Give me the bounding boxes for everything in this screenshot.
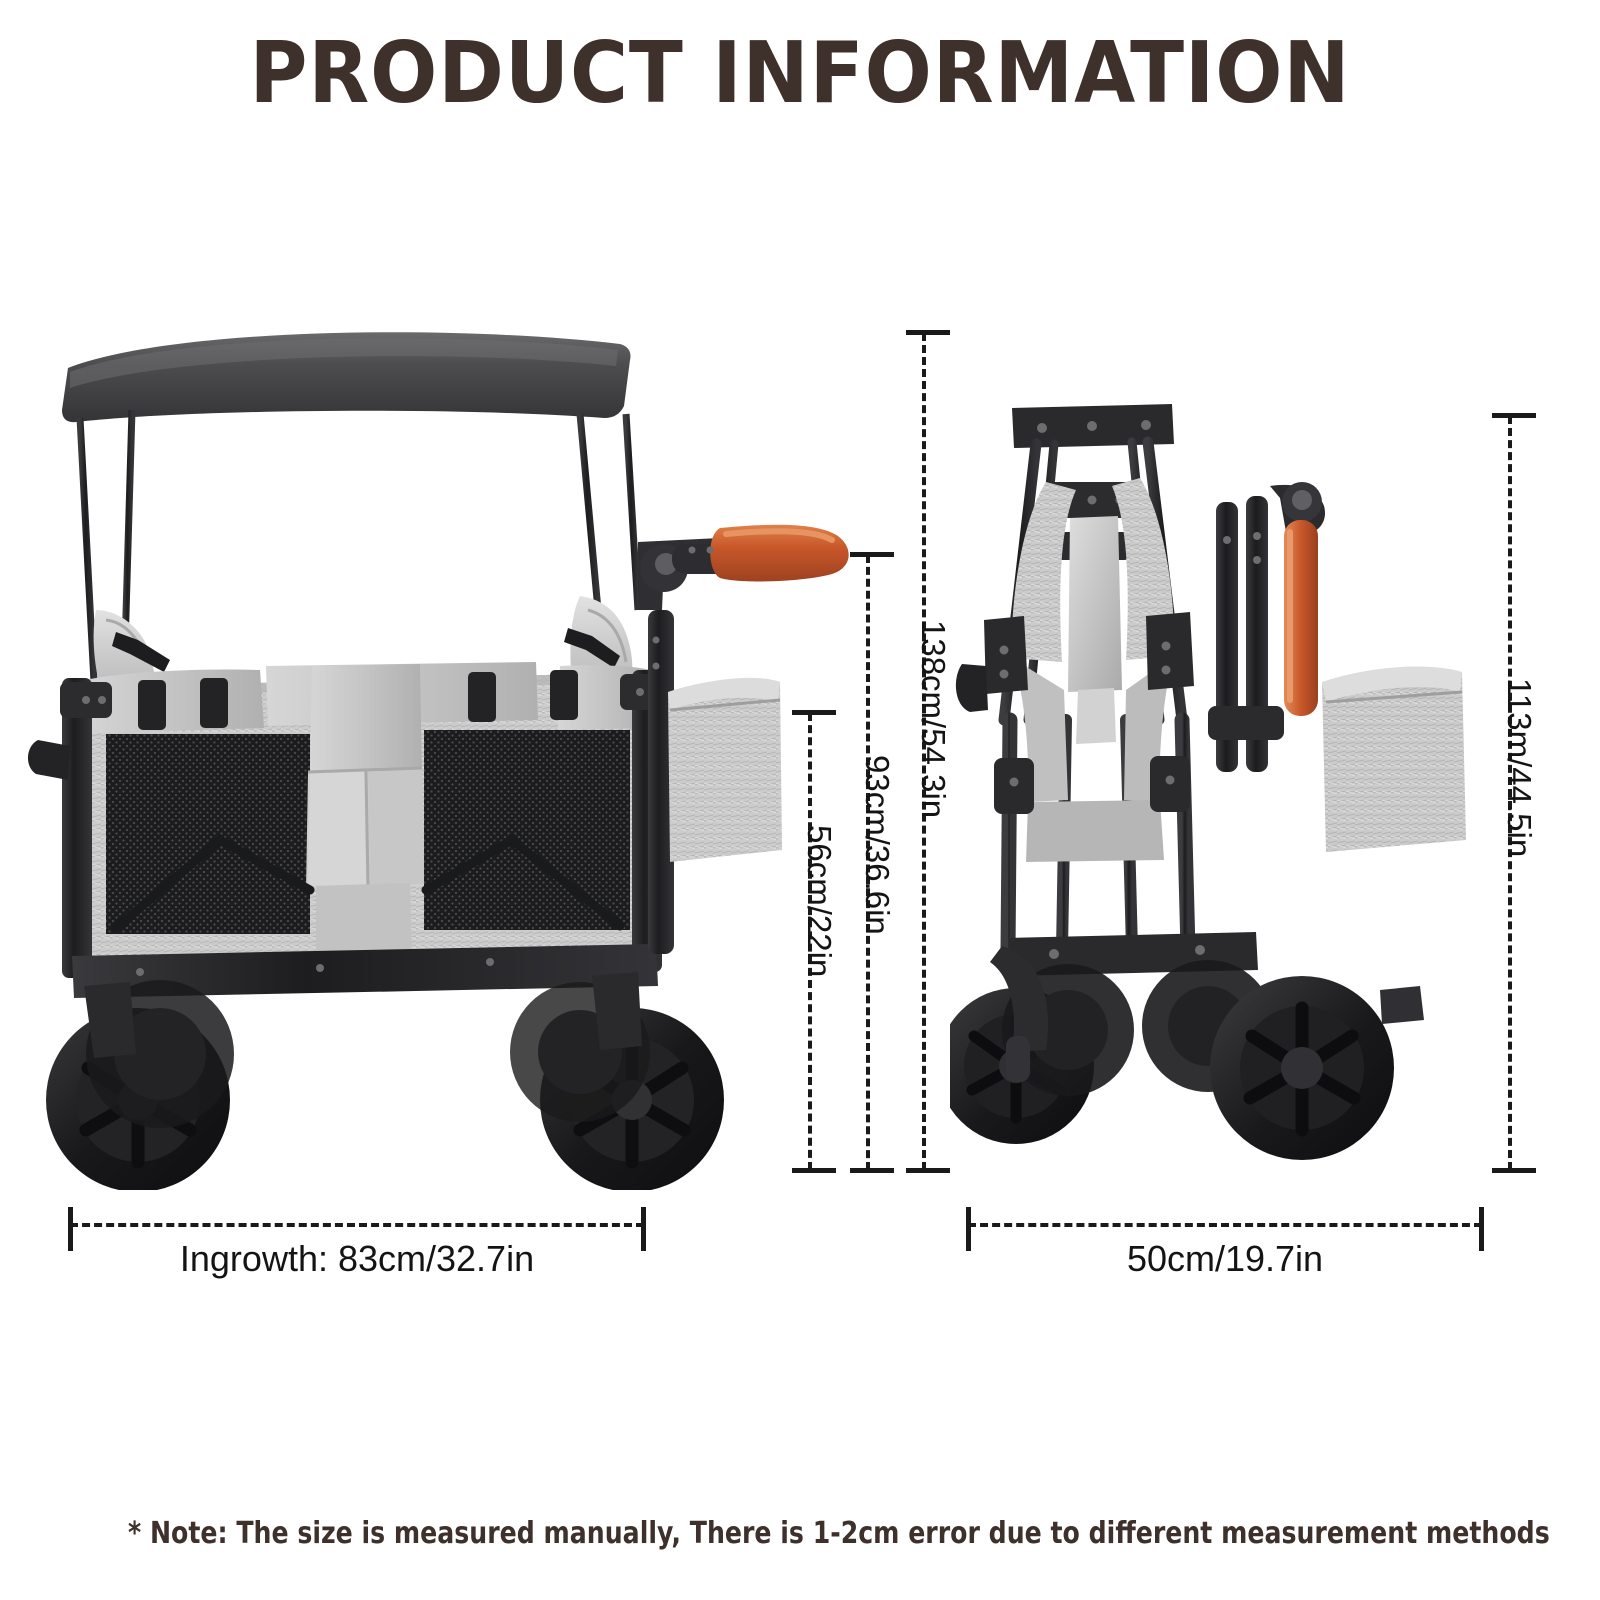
- dimension-label-height-folded: 113m/44.5in: [1501, 678, 1538, 858]
- caster-fork-folded: [990, 946, 1049, 1082]
- caster-forks: [84, 972, 642, 1058]
- carry-loop-strap: [955, 664, 988, 712]
- stowed-handle: [1208, 482, 1326, 772]
- buckle-straps: [138, 670, 578, 730]
- push-handle: [638, 524, 849, 954]
- dimension-cap-bottom: [792, 1168, 836, 1173]
- dimension-cap-top: [1492, 413, 1536, 418]
- canopy: [62, 332, 631, 423]
- front-double-pocket: [306, 664, 424, 966]
- side-brackets: [984, 612, 1194, 814]
- dimension-cap-bottom: [906, 1168, 950, 1173]
- dimension-cap-top: [792, 710, 836, 715]
- dimension-cap-bottom: [1492, 1168, 1536, 1173]
- dimension-height-folded: [1492, 413, 1536, 1173]
- harness-straps: [112, 628, 620, 672]
- storage-bag: [1322, 666, 1466, 852]
- folded-fabric: [1011, 478, 1175, 862]
- wheel-folded-rear-outer: [1210, 976, 1394, 1160]
- page-title: PRODUCT INFORMATION: [249, 24, 1351, 123]
- dimension-label-width-folded: 50cm/19.7in: [1126, 1238, 1324, 1279]
- dimension-width-folded: [966, 1207, 1484, 1251]
- frame-cross-straps: [111, 834, 625, 933]
- brake-pedal: [1380, 986, 1424, 1024]
- dimension-cap-right: [1479, 1207, 1484, 1251]
- dimension-width-open: [68, 1207, 646, 1251]
- mesh-panel-left: [106, 734, 310, 934]
- dimension-cap-bottom: [850, 1168, 894, 1173]
- dimension-cap-left: [68, 1207, 73, 1251]
- measurement-note: * Note: The size is measured manually, T…: [128, 1516, 1550, 1551]
- wagon-open-illustration: [27, 332, 849, 1190]
- side-pull-strap: [27, 740, 70, 780]
- dimension-cap-top: [850, 552, 894, 557]
- dimension-height-body: [792, 710, 836, 1173]
- rear-storage-bag: [668, 677, 782, 862]
- wagon-folded-illustration: [950, 404, 1466, 1160]
- dimension-cap-right: [641, 1207, 646, 1251]
- dimension-height-handle: [850, 552, 894, 1173]
- dimension-height-total: [906, 330, 950, 1173]
- dimension-label-height-handle: 93cm/36.6in: [859, 755, 896, 935]
- dimension-label-width-open: Ingrowth: 83cm/32.7in: [179, 1238, 535, 1279]
- mesh-panel-right: [424, 730, 630, 930]
- canopy-poles: [76, 409, 642, 683]
- dimension-label-height-body: 56cm/22in: [801, 825, 838, 978]
- dimension-cap-top: [906, 330, 950, 335]
- dimension-label-height-total: 138cm/54.3in: [915, 620, 952, 819]
- dimension-cap-left: [966, 1207, 971, 1251]
- top-bar: [1012, 404, 1174, 448]
